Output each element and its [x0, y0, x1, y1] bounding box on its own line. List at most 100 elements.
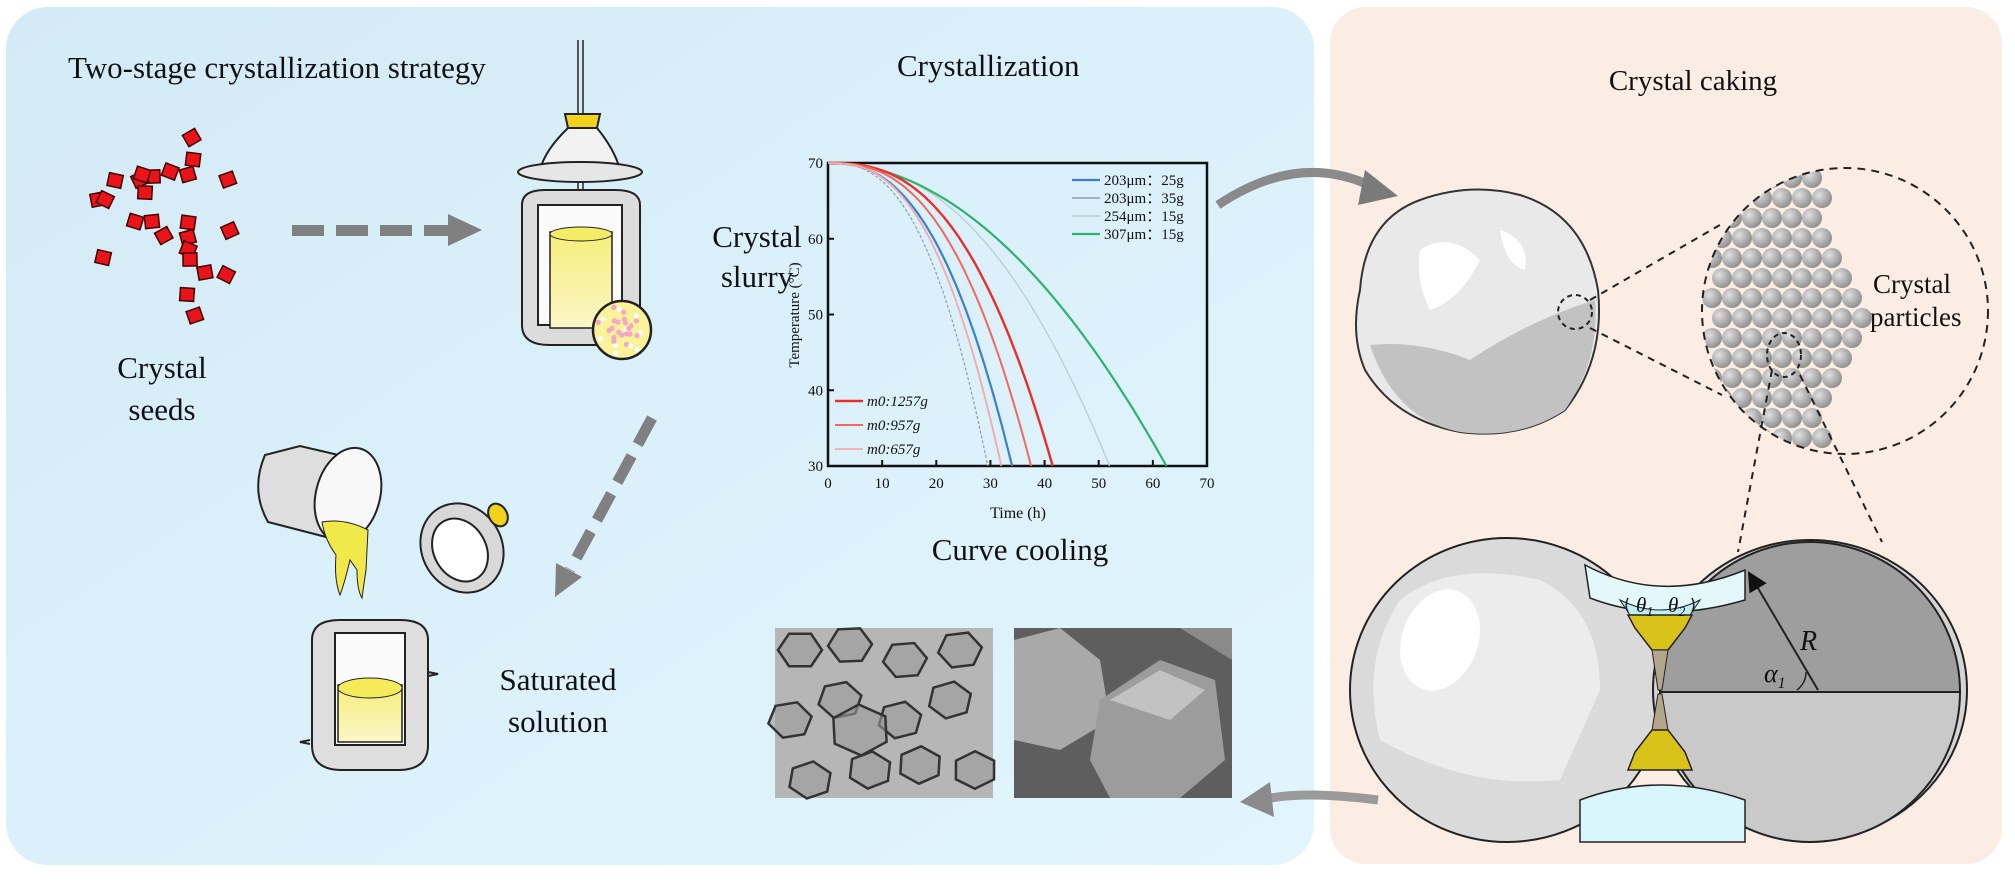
x-tick-label: 0	[824, 476, 832, 492]
seed-crystal	[218, 170, 238, 189]
crystal-particle	[1802, 288, 1822, 308]
micrograph-crystal	[936, 631, 984, 669]
crystal-particles-label-line1: Crystal	[1873, 269, 1951, 299]
seed-crystal	[178, 286, 196, 303]
y-tick-label: 60	[808, 232, 823, 248]
seed-crystal	[95, 189, 116, 210]
crystal-particle	[1792, 348, 1812, 368]
crystal-caking-title: Crystal caking	[1609, 65, 1777, 97]
zoom-circle-large	[1701, 167, 1989, 455]
chart-x-axis-label: Time (h)	[990, 505, 1046, 522]
crystal-particle	[1742, 208, 1762, 228]
crystal-particle	[1742, 328, 1762, 348]
crystal-particle	[1732, 348, 1752, 368]
micrograph-crystal	[954, 749, 996, 791]
slurry-crystal-dot	[611, 318, 617, 324]
crystal-particle	[1752, 268, 1772, 288]
crystal-particle	[1822, 248, 1842, 268]
crystal-slurry-label-line1: Crystal	[712, 219, 802, 254]
seed-crystal	[181, 127, 203, 148]
theta2-symbol: θ2	[1668, 593, 1685, 620]
crystallization-title: Crystallization	[897, 48, 1080, 83]
micrograph-crystal	[927, 680, 973, 720]
crystal-particle	[1762, 408, 1782, 428]
crystal-particle	[1852, 308, 1872, 328]
crystal-particle	[1752, 228, 1772, 248]
seed-crystal	[143, 213, 161, 230]
micrograph-crystal	[826, 627, 874, 663]
theta1-symbol: θ1	[1636, 593, 1653, 620]
x-tick-label: 20	[929, 476, 944, 492]
reactor-crystal-slurry	[517, 40, 653, 361]
crystal-particle	[1802, 408, 1822, 428]
crystal-particle	[1792, 308, 1812, 328]
legend-label: 254μm：15g	[1104, 209, 1184, 225]
crystal-particle	[1812, 188, 1832, 208]
crystal-particle	[1782, 408, 1802, 428]
crystal-particle	[1812, 388, 1832, 408]
saturated-solution-label-line1: Saturated	[499, 662, 617, 697]
legend-label: 307μm：15g	[1104, 227, 1184, 243]
crystal-seeds-label-line1: Crystal	[117, 350, 207, 385]
crystal-particle	[1742, 248, 1762, 268]
seed-crystal	[196, 264, 214, 281]
seed-crystal	[182, 252, 198, 267]
x-tick-label: 50	[1091, 476, 1106, 492]
zoom-circle-small	[1557, 294, 1593, 330]
crystal-particle	[1782, 368, 1802, 388]
micrograph-crystal	[766, 700, 814, 740]
crystal-particles-label-line2: particles	[1870, 302, 1961, 332]
crystal-particle	[1782, 248, 1802, 268]
x-tick-label: 30	[983, 476, 998, 492]
crystal-particle	[1752, 388, 1772, 408]
legend-label: m0:1257g	[867, 394, 928, 410]
reactor-lid	[419, 502, 509, 594]
zoom-line	[1737, 369, 1773, 553]
legend-label: m0:957g	[867, 418, 921, 434]
seed-crystal	[178, 165, 198, 184]
seed-crystal	[132, 165, 152, 184]
crystal-particle	[1702, 328, 1722, 348]
slurry-crystal-dot	[616, 306, 622, 312]
crystal-particle	[1762, 208, 1782, 228]
arrow-to-crystal-caking	[1215, 168, 1378, 209]
series-line	[828, 162, 1032, 467]
slurry-crystal-dot	[616, 329, 622, 335]
slurry-crystal-dot	[628, 343, 634, 349]
crystal-aggregate	[1355, 188, 1601, 435]
jar-saturated-solution	[299, 619, 439, 771]
slurry-crystal-dot	[606, 327, 612, 334]
crystal-particle	[1752, 348, 1772, 368]
curve-cooling-label: Curve cooling	[932, 532, 1109, 567]
crystal-particle	[1762, 248, 1782, 268]
crystal-particle	[1782, 208, 1802, 228]
crystal-particle	[1792, 268, 1812, 288]
beaker-pouring-solution	[257, 444, 383, 600]
x-tick-label: 70	[1200, 476, 1215, 492]
seed-crystal	[179, 214, 197, 231]
y-tick-label: 50	[808, 308, 823, 324]
crystal-particle	[1772, 228, 1792, 248]
seed-crystal	[184, 151, 202, 168]
crystal-particle	[1822, 328, 1842, 348]
arrow-to-micrographs-head	[1240, 782, 1274, 817]
seed-crystal	[185, 306, 205, 325]
crystal-particle	[1712, 308, 1732, 328]
legend-label: 203μm：35g	[1104, 191, 1184, 207]
slurry-crystal-dot	[633, 318, 639, 324]
slurry-crystal-dot	[634, 347, 640, 353]
crystal-particle	[1842, 328, 1862, 348]
slurry-crystal-dot	[598, 336, 604, 342]
slurry-crystal-dot	[638, 329, 644, 336]
crystal-particle	[1842, 288, 1862, 308]
micrograph-crystal	[832, 703, 888, 757]
crystal-particle	[1762, 328, 1782, 348]
crystal-particle	[1762, 368, 1782, 388]
crystal-slurry-label-line2: slurry	[721, 259, 794, 294]
x-tick-label: 60	[1145, 476, 1160, 492]
crystal-particle	[1812, 228, 1832, 248]
alpha1-symbol: α1	[1764, 659, 1786, 692]
crystal-particle	[1722, 328, 1742, 348]
seed-crystal	[125, 212, 145, 231]
crystal-particle	[1772, 308, 1792, 328]
